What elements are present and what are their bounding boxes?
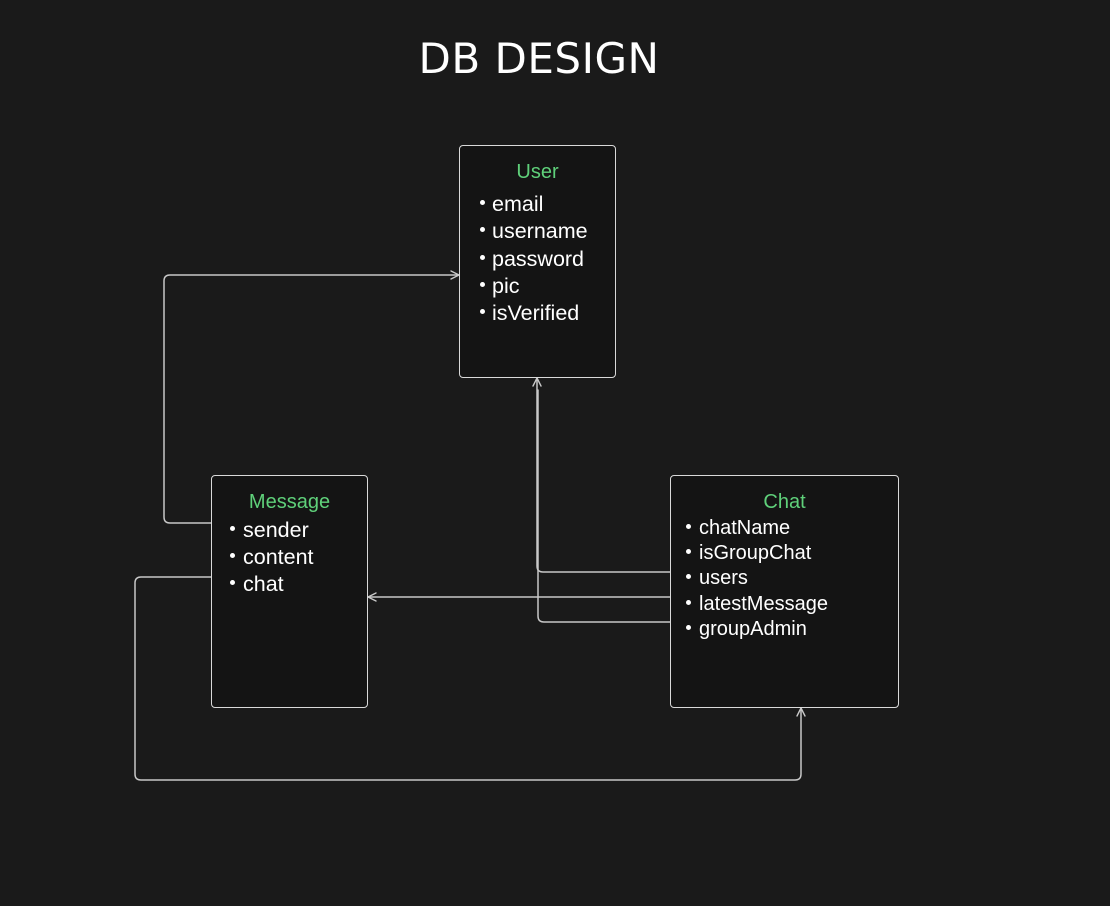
bullet-icon bbox=[480, 254, 485, 260]
bullet-icon bbox=[230, 580, 235, 585]
entity-name-user: User bbox=[516, 161, 559, 183]
field-password: password bbox=[460, 246, 615, 273]
field-label: pic bbox=[492, 273, 520, 298]
field-label: latestMessage bbox=[699, 592, 828, 615]
chat-entity: Chat chatName isGroupChat users latestMe… bbox=[670, 475, 899, 708]
bullet-icon bbox=[686, 524, 691, 529]
field-sender: sender bbox=[212, 517, 367, 544]
bullet-icon bbox=[480, 281, 485, 287]
connector-message-sender-to-user bbox=[163, 270, 460, 524]
field-label: content bbox=[243, 545, 314, 569]
connector-chat-users-to-user bbox=[532, 377, 689, 573]
field-label: isGroupChat bbox=[699, 542, 812, 565]
bullet-icon bbox=[230, 553, 235, 558]
bullet-icon bbox=[686, 624, 691, 630]
field-label: sender bbox=[243, 518, 309, 542]
field-label: chatName bbox=[699, 517, 791, 539]
connector-chat-groupadmin-to-user bbox=[537, 389, 689, 623]
bullet-icon bbox=[480, 227, 485, 233]
bullet-icon bbox=[686, 549, 691, 555]
field-content: content bbox=[212, 544, 367, 571]
field-chatname: chatName bbox=[671, 516, 898, 541]
field-latestmessage: latestMessage bbox=[671, 592, 898, 617]
bullet-icon bbox=[686, 574, 691, 580]
field-label: email bbox=[492, 192, 544, 216]
field-pic: pic bbox=[460, 273, 615, 300]
bullet-icon bbox=[230, 526, 235, 531]
field-label: users bbox=[699, 567, 748, 590]
field-users: users bbox=[671, 566, 898, 591]
user-fields: email username password pic isVerified bbox=[460, 191, 615, 327]
message-fields: sender content chat bbox=[212, 517, 367, 598]
field-email: email bbox=[460, 191, 615, 218]
field-isverified: isVerified bbox=[460, 300, 615, 327]
entity-name-chat: Chat bbox=[763, 491, 806, 513]
field-label: isVerified bbox=[492, 301, 580, 326]
message-entity: Message sender content chat bbox=[211, 475, 368, 708]
bullet-icon bbox=[480, 200, 485, 205]
field-label: chat bbox=[243, 572, 284, 596]
connector-message-chat-to-chat bbox=[134, 576, 806, 781]
field-username: username bbox=[460, 218, 615, 245]
field-label: username bbox=[492, 219, 588, 244]
bullet-icon bbox=[686, 599, 691, 605]
diagram-title: DB DESIGN bbox=[418, 34, 660, 83]
user-entity: User email username password pic isVerif… bbox=[459, 145, 616, 378]
field-isgroupchat: isGroupChat bbox=[671, 541, 898, 566]
field-label: groupAdmin bbox=[699, 617, 807, 640]
field-chat: chat bbox=[212, 571, 367, 598]
field-label: password bbox=[492, 246, 585, 271]
bullet-icon bbox=[480, 309, 485, 315]
field-groupadmin: groupAdmin bbox=[671, 617, 898, 642]
entity-name-message: Message bbox=[248, 491, 331, 513]
chat-fields: chatName isGroupChat users latestMessage… bbox=[671, 516, 898, 642]
